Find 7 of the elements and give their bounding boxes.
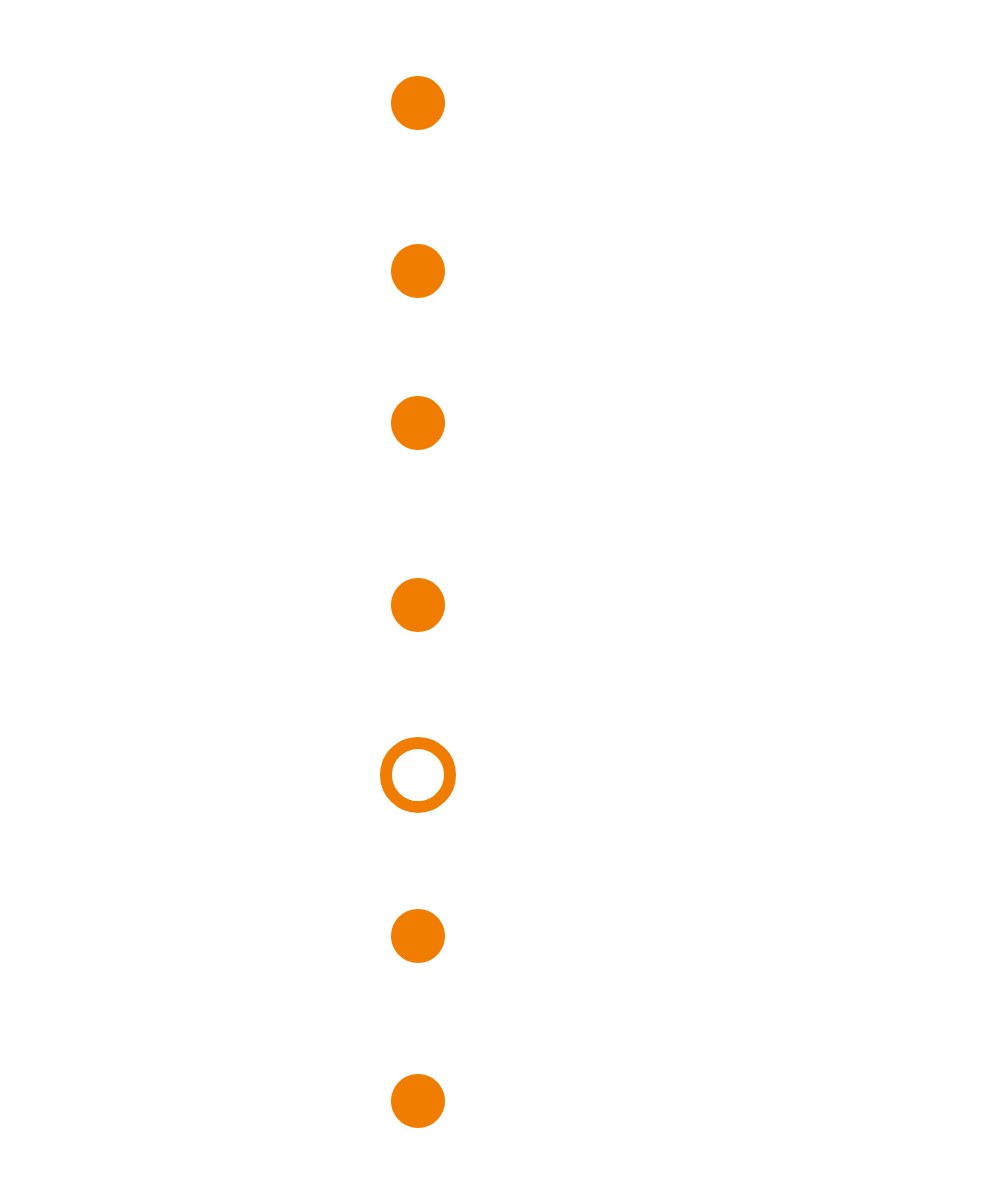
filled-dot (391, 396, 445, 450)
filled-dot (391, 244, 445, 298)
filled-dot (391, 1074, 445, 1128)
filled-dot (391, 578, 445, 632)
filled-dot (391, 76, 445, 130)
hollow-dot (380, 737, 456, 813)
filled-dot (391, 909, 445, 963)
